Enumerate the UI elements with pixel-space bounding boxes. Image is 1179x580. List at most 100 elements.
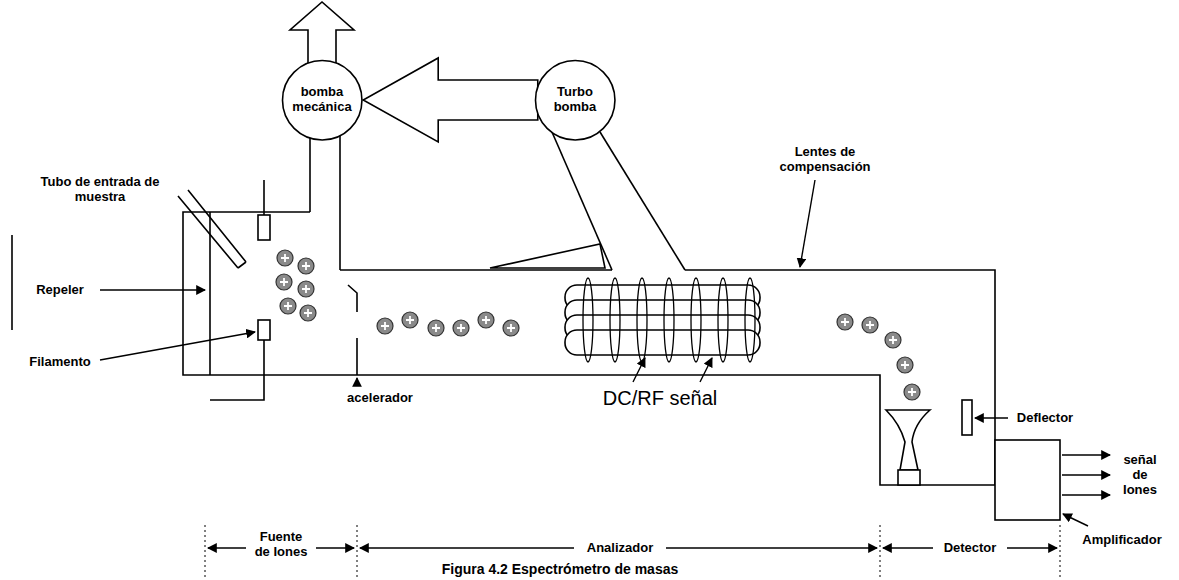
drawing-part — [478, 312, 494, 328]
exhaust-arrow — [290, 2, 354, 65]
bracket-arrow — [316, 547, 354, 548]
pump-circle: bomba mecánica — [281, 59, 363, 141]
ion — [298, 281, 314, 297]
part-label: Filamento — [29, 355, 90, 370]
leader-line — [975, 417, 1008, 418]
ion — [300, 305, 316, 321]
ion — [277, 250, 293, 266]
section-brackets — [205, 525, 1060, 580]
part-label: Deflector — [1017, 411, 1073, 426]
figure-caption: Figura 4.2 Espectrómetro de masas — [442, 561, 679, 577]
drawing-part — [901, 361, 909, 369]
filament — [258, 320, 270, 340]
drawing-part — [837, 314, 853, 330]
drawing-part — [12, 2, 1060, 520]
bracket-arrow — [666, 547, 877, 548]
drawing-part — [904, 384, 920, 400]
drawing-part — [381, 322, 389, 330]
drawing-part — [298, 258, 314, 274]
drawing-part — [302, 285, 310, 293]
drawing-part — [402, 312, 418, 328]
ions — [276, 250, 920, 400]
signal-arrow — [1062, 494, 1110, 495]
drawing-part — [300, 305, 316, 321]
part-label: Amplificador — [1082, 533, 1161, 548]
leader-line — [700, 358, 712, 382]
quadrupole-rod — [565, 330, 760, 355]
leader-line — [100, 332, 255, 360]
part-label: Tubo de entrada de muestra — [40, 175, 160, 205]
ion — [837, 314, 853, 330]
pump-label: Turbo bomba — [542, 85, 608, 115]
drawing-part — [280, 278, 288, 286]
filament-wire — [210, 340, 264, 400]
drawing-part — [377, 318, 393, 334]
drawing-part — [885, 332, 901, 348]
baffle — [490, 244, 605, 268]
ion — [298, 258, 314, 274]
ion — [862, 317, 878, 333]
leader-line — [100, 289, 205, 290]
bracket-line — [1060, 525, 1061, 580]
part-label: Detector — [944, 541, 997, 556]
turbo-pipe — [552, 132, 612, 270]
drawing-part — [428, 320, 444, 336]
drawing-part — [507, 324, 515, 332]
drawing-part — [302, 262, 310, 270]
drawing-part — [281, 254, 289, 262]
sample-tube — [178, 190, 246, 268]
repeller-plate — [209, 212, 211, 375]
pump-circle: Turbo bomba — [534, 59, 616, 141]
coil-winding — [583, 278, 593, 362]
drawing-part — [862, 317, 878, 333]
part-label: Fuente de Iones — [252, 530, 310, 560]
coil-winding — [610, 278, 620, 362]
part-label: señal de Iones — [1118, 453, 1163, 498]
ion — [885, 332, 901, 348]
drawing-part — [406, 316, 414, 324]
stray-line — [11, 235, 13, 330]
deflector — [962, 400, 972, 435]
part-label: Analizador — [587, 541, 653, 556]
chamber-wall — [183, 212, 995, 485]
drawing-part — [897, 357, 913, 373]
leader-line — [1063, 514, 1088, 526]
bracket-line — [357, 525, 358, 580]
signal-arrow — [1062, 454, 1110, 455]
drawing-part — [304, 309, 312, 317]
signal-arrow — [1062, 474, 1110, 475]
bracket-line — [880, 525, 881, 580]
drawing-part — [100, 180, 1110, 580]
vacuum-flow-arrow — [363, 58, 538, 142]
drawing-part — [453, 320, 469, 336]
pump-text-wrap: Turbo bomba — [534, 59, 616, 141]
part-label: acelerador — [347, 391, 413, 406]
drawing-part — [277, 250, 293, 266]
bracket-arrow — [360, 547, 574, 548]
dynode — [886, 410, 930, 470]
drawing-part — [298, 281, 314, 297]
ion — [276, 274, 292, 290]
bracket-line — [205, 525, 206, 580]
drawing-part — [866, 321, 874, 329]
drawing-part — [457, 324, 465, 332]
drawing-part — [503, 320, 519, 336]
bracket-arrow — [208, 547, 246, 548]
drawing-part — [276, 274, 292, 290]
pump-text-wrap: bomba mecánica — [281, 59, 363, 141]
dynode-base — [898, 470, 920, 485]
coil-winding — [691, 278, 701, 362]
pump-pipe — [339, 135, 341, 270]
ion — [377, 318, 393, 334]
pump-label: bomba mecánica — [289, 85, 355, 115]
drawing-part — [280, 298, 296, 314]
bracket-arrow — [1007, 547, 1057, 548]
chamber-wall — [340, 269, 612, 271]
drawing-part — [482, 316, 490, 324]
pump-circle-outline — [535, 60, 614, 139]
coil-windings — [583, 278, 755, 362]
amplifier-box — [995, 440, 1060, 520]
leader-line — [800, 180, 815, 267]
drawing-part — [284, 302, 292, 310]
